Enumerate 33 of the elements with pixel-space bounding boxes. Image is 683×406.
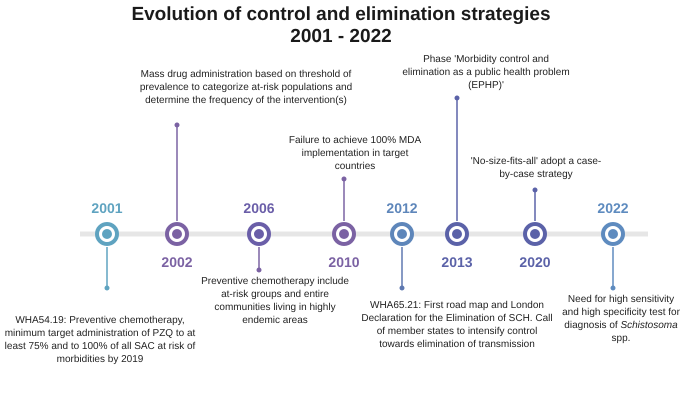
year-label: 2001 — [90, 200, 124, 216]
timeline-marker — [165, 222, 189, 246]
year-label: 2002 — [160, 254, 194, 270]
milestone-description: Mass drug administration based on threshold of prevalence to categorize at-risk populations and determine the frequency of the intervention(s) — [138, 68, 354, 106]
timeline-marker — [390, 222, 414, 246]
leader-line — [610, 247, 616, 290]
leader-line — [174, 122, 180, 221]
leader-line — [400, 247, 404, 290]
timeline-marker — [601, 222, 625, 246]
timeline-marker — [332, 222, 356, 246]
timeline-marker — [95, 222, 119, 246]
timeline-marker — [523, 222, 547, 246]
leader-line — [532, 188, 538, 221]
year-label: 2006 — [242, 200, 276, 216]
milestone-description: WHA65.21: First road map and London Declaration for the Elimination of SCH. Call of member states to intensify control towards elimination of transmission — [360, 299, 554, 351]
year-label: 2022 — [596, 200, 630, 216]
title: Evolution of control and elimination strategies 2001 - 2022 — [130, 4, 552, 48]
timeline-marker — [247, 222, 271, 246]
year-label: 2010 — [327, 254, 361, 270]
milestone-description: Failure to achieve 100% MDA implementation in target countries — [288, 134, 422, 172]
leader-line — [256, 247, 262, 272]
milestone-description: Phase 'Morbidity control and elimination as a public health problem (EPHP)' — [401, 52, 571, 92]
leader-line — [104, 247, 110, 290]
leader-line — [454, 96, 460, 221]
milestone-description: 'No-size-fits-all' adopt a case-by-case strategy — [470, 155, 602, 181]
leader-line — [342, 176, 346, 221]
milestone-description: Need for high sensitivity and high specificity test for diagnosis of Schistosoma spp. — [561, 293, 681, 345]
milestone-description: WHA54.19: Preventive chemotherapy, minimum target administration of PZQ to at least 75% and to 100% of all SAC at risk of morbidities by 2019 — [4, 314, 196, 366]
year-label: 2013 — [440, 254, 474, 270]
timeline-marker — [445, 222, 469, 246]
year-label: 2020 — [518, 254, 552, 270]
milestone-description: Preventive chemotherapy include at-risk groups and entire communities living in highly endemic areas — [200, 275, 350, 327]
year-label: 2012 — [385, 200, 419, 216]
